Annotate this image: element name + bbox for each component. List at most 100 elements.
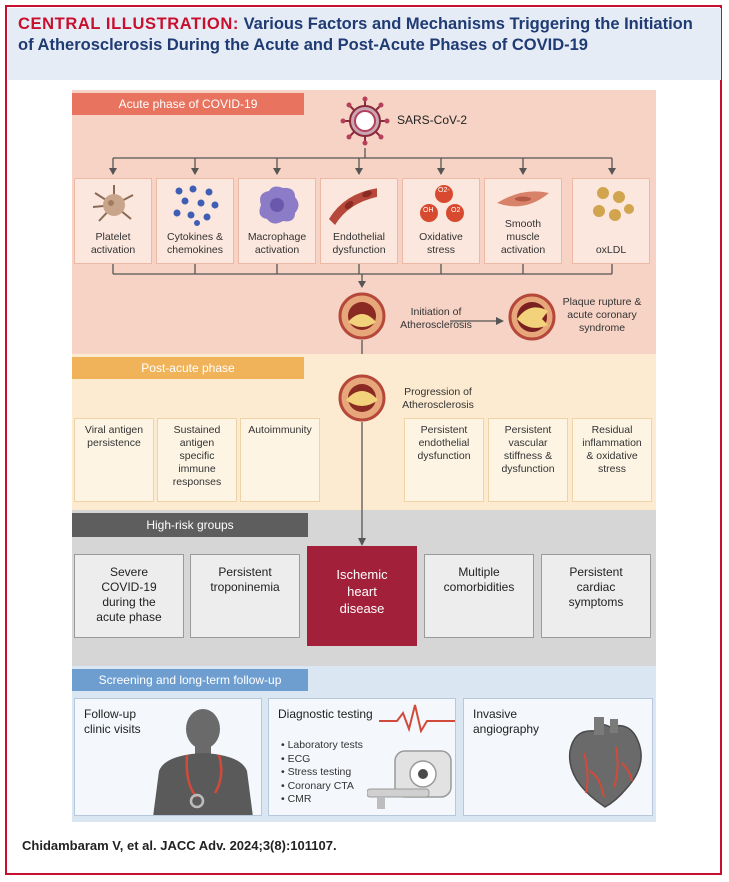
progression-line: Progression of [404, 386, 472, 398]
progression-line: Atherosclerosis [402, 399, 474, 411]
acute-connectors [109, 148, 616, 360]
ihd-line: disease [339, 601, 385, 616]
diagnostic-item: • CMR [281, 793, 312, 805]
initiation-line: Atherosclerosis [400, 319, 472, 331]
invasive-line: angiography [473, 722, 540, 736]
risk-box-line: comorbidities [443, 580, 515, 594]
post-box-line: Persistent [420, 424, 468, 436]
risk-box-line: Severe [109, 565, 149, 579]
oxidative-symbol: O2- [438, 187, 450, 194]
post-box-line: stress [597, 463, 626, 475]
diagnostic-item-text: Coronary CTA [287, 779, 354, 792]
virus-label: SARS-CoV-2 [397, 113, 468, 127]
factor-label: oxLDL [595, 244, 627, 256]
artery-initiation-icon [338, 292, 386, 340]
post-box-residual-inflammation: Residual inflammation & oxidative stress [572, 418, 652, 502]
diagnostic-item: • Stress testing [281, 766, 352, 778]
artery-progression-icon [338, 374, 386, 422]
artery-rupture-icon [508, 293, 556, 341]
factor-label: Platelet [95, 231, 131, 243]
post-box-line: stiffness & [503, 450, 553, 462]
ecg-icon [379, 704, 455, 733]
initiation-line: Initiation of [410, 306, 462, 318]
risk-box-line: COVID-19 [101, 580, 157, 594]
factor-label: Smooth [504, 218, 542, 230]
diagnostic-item: • Coronary CTA [281, 779, 354, 792]
platelet-icon [92, 185, 134, 222]
ischemic-heart-disease-box: Ischemic heart disease [307, 546, 417, 646]
risk-box-line: Persistent [569, 565, 623, 579]
central-arrow-lower [358, 510, 366, 546]
post-box-line: Autoimmunity [248, 424, 312, 436]
post-box-line: responses [172, 476, 222, 488]
post-box-viral-antigen: Viral antigen persistence [74, 418, 154, 502]
factor-label: Oxidative [419, 231, 463, 243]
high-risk-tab: High-risk groups [72, 513, 308, 537]
invasive-line: Invasive [473, 707, 518, 721]
post-box-line: persistence [87, 437, 141, 449]
post-box-endothelial: Persistent endothelial dysfunction [404, 418, 484, 502]
diagnostic-item-text: Stress testing [287, 766, 352, 778]
rupture-line: acute coronary [567, 309, 637, 321]
post-box-line: Viral antigen [84, 424, 144, 436]
post-box-autoimmunity: Autoimmunity [240, 418, 320, 502]
rupture-label: Plaque rupture & acute coronary syndrome [556, 296, 648, 335]
factor-cytokines: Cytokines &chemokines [156, 178, 234, 264]
risk-box-line: Persistent [218, 565, 272, 579]
post-box-line: immune [178, 463, 216, 475]
factor-label: chemokines [166, 244, 224, 256]
post-box-sustained-antigen: Sustained antigen specific immune respon… [157, 418, 237, 502]
screening-tab: Screening and long-term follow-up [72, 669, 308, 691]
diagnostic-title: Diagnostic testing [278, 707, 373, 721]
factor-label: Endothelial [333, 231, 385, 243]
factor-label: activation [500, 244, 546, 256]
invasive-box: Invasive angiography [463, 698, 653, 816]
oxidative-symbol: OH [423, 207, 434, 214]
post-box-line: dysfunction [417, 450, 471, 462]
risk-box-comorbidities: Multiple comorbidities [424, 554, 534, 638]
figure-title: CENTRAL ILLUSTRATION: Various Factors an… [18, 14, 711, 56]
progression-label: Progression of Atherosclerosis [388, 386, 488, 412]
diagnostic-item-text: ECG [287, 752, 311, 765]
followup-line: Follow-up [84, 707, 137, 721]
diagnostic-list: • Laboratory tests • ECG • Stress testin… [281, 739, 363, 807]
risk-box-cardiac-symptoms: Persistent cardiac symptoms [541, 554, 651, 638]
post-box-line: Persistent [504, 424, 552, 436]
post-box-line: inflammation [582, 437, 642, 449]
risk-box-line: acute phase [96, 610, 162, 624]
diagnostic-item-text: CMR [287, 793, 312, 805]
diagnostic-item: • ECG [281, 752, 311, 765]
factor-label: Cytokines & [166, 231, 224, 243]
post-box-line: dysfunction [501, 463, 555, 475]
factor-label: stress [426, 244, 455, 256]
risk-box-line: cardiac [576, 580, 616, 594]
risk-box-line: symptoms [568, 595, 624, 609]
smooth-muscle-icon [497, 191, 549, 207]
endothelial-icon [329, 188, 377, 225]
followup-line: clinic visits [84, 722, 141, 736]
risk-box-troponinemia: Persistent troponinemia [190, 554, 300, 638]
post-acute-tab: Post-acute phase [72, 357, 304, 379]
factor-label: dysfunction [332, 244, 386, 256]
acute-phase-tab: Acute phase of COVID-19 [72, 93, 304, 115]
post-box-line: specific [179, 450, 215, 462]
virus-icon [340, 96, 390, 146]
followup-title: Follow-up clinic visits [84, 707, 141, 737]
ihd-line: Ischemic [336, 567, 388, 582]
factor-label: activation [254, 244, 300, 256]
post-box-line: antigen [179, 437, 215, 449]
ihd-line: heart [347, 584, 377, 599]
oxidative-stress-icon [420, 185, 464, 222]
ct-scanner-icon [367, 750, 452, 809]
diagnostic-box: Diagnostic testing • Laboratory tests • … [268, 698, 456, 816]
heart-icon [568, 717, 642, 808]
macrophage-icon [259, 186, 299, 224]
cytokines-icon [173, 185, 219, 226]
initiation-label: Initiation of Atherosclerosis [384, 306, 488, 332]
rupture-line: syndrome [578, 322, 626, 334]
risk-box-severe-covid: Severe COVID-19 during the acute phase [74, 554, 184, 638]
figure-header: CENTRAL ILLUSTRATION: Various Factors an… [8, 8, 721, 80]
post-box-line: & oxidative [586, 450, 638, 462]
followup-box: Follow-up clinic visits [74, 698, 262, 816]
